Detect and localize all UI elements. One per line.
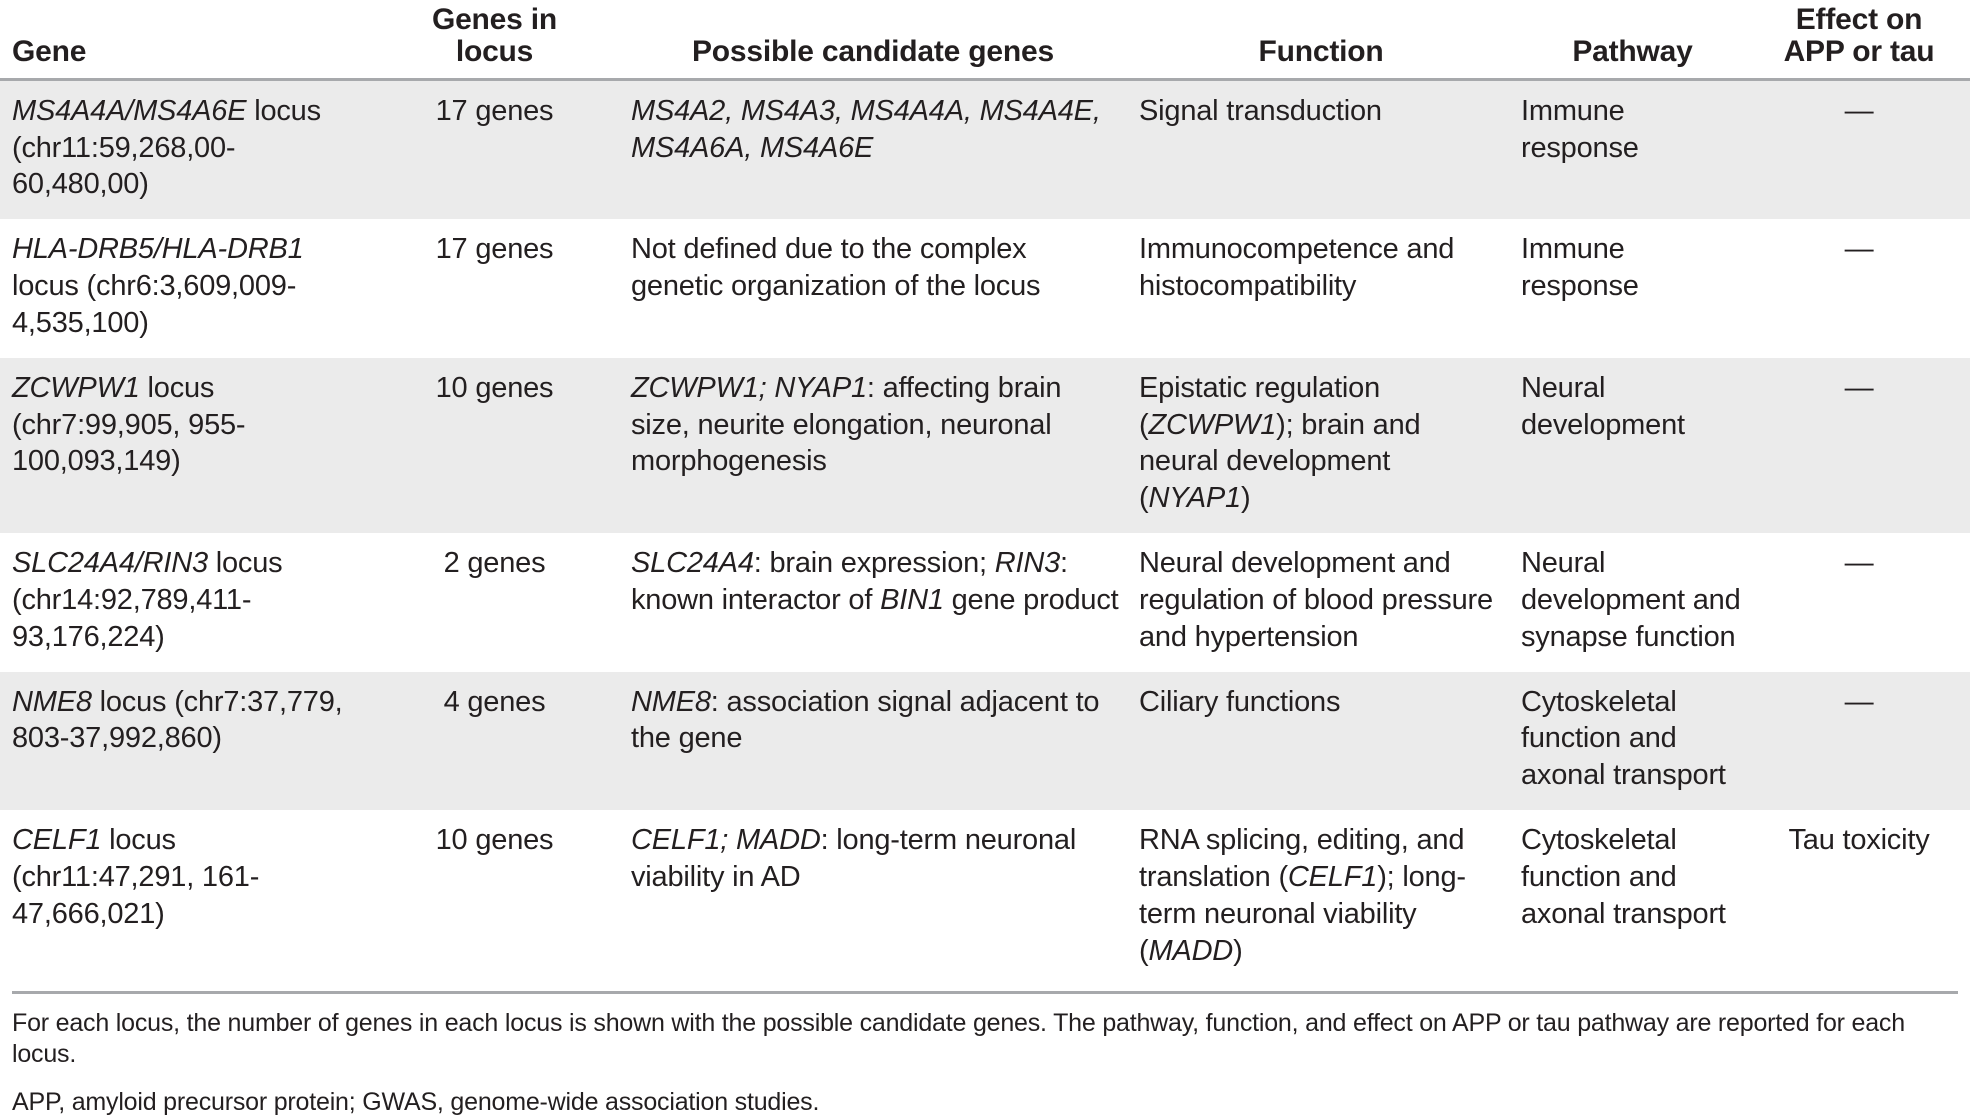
cell-possible-candidate-genes: NME8: association signal adjacent to the… — [617, 671, 1129, 811]
cell-gene: NME8 locus (chr7:37,779, 803-37,992,860) — [0, 671, 372, 811]
candidate-gene-symbols: ZCWPW1; NYAP1 — [631, 371, 867, 404]
column-header-genes-in-locus-line2: locus — [455, 35, 534, 69]
cell-function: Epistatic regulation (ZCWPW1); brain and… — [1129, 357, 1513, 534]
candidate-gene-description: : affecting brain size, neurite elongati… — [631, 371, 1062, 478]
gene-symbol: ZCWPW1 — [12, 371, 140, 404]
gene-symbol: HLA-DRB5/HLA-DRB1 — [12, 233, 304, 266]
column-header-genes-in-locus: Genes in locus — [372, 0, 617, 81]
cell-pathway: Immune response — [1513, 219, 1752, 358]
table-row: NME8 locus (chr7:37,779, 803-37,992,860)… — [0, 671, 1970, 811]
gene-symbol: CELF1 — [12, 824, 102, 857]
column-header-gene: Gene — [0, 0, 372, 81]
cell-pathway: Immune response — [1513, 79, 1752, 220]
cell-gene: CELF1 locus (chr11:47,291, 161-47,666,02… — [0, 810, 372, 986]
table-row: ZCWPW1 locus (chr7:99,905, 955-100,093,1… — [0, 357, 1970, 534]
cell-function: Immunocompetence and histocompatibility — [1129, 219, 1513, 358]
cell-genes-in-locus: 10 genes — [372, 357, 617, 534]
cell-possible-candidate-genes: ZCWPW1; NYAP1: affecting brain size, neu… — [617, 357, 1129, 534]
cell-pathway: Cytoskeletal function and axonal transpo… — [1513, 810, 1752, 986]
gene-locus-coords: locus (chr7:37,779, 803-37,992,860) — [12, 685, 343, 755]
candidate-gene-symbols: NME8 — [631, 685, 711, 718]
cell-gene: SLC24A4/RIN3 locus (chr14:92,789,411-93,… — [0, 533, 372, 672]
cell-possible-candidate-genes: CELF1; MADD: long-term neuronal viabilit… — [617, 810, 1129, 986]
cell-genes-in-locus: 17 genes — [372, 79, 617, 220]
cell-pathway: Cytoskeletal function and axonal transpo… — [1513, 671, 1752, 811]
footnote-abbreviations: APP, amyloid precursor protein; GWAS, ge… — [12, 1088, 820, 1117]
gene-symbol: SLC24A4/RIN3 — [12, 547, 208, 580]
table-header: Gene Genes in locus Possible candidate g… — [0, 0, 1970, 81]
cell-effect-on-app-or-tau: — — [1752, 533, 1970, 672]
column-header-genes-in-locus-line1: Genes in — [431, 3, 558, 36]
candidate-gene-description: : association signal adjacent to the gen… — [631, 685, 1100, 755]
table-row: HLA-DRB5/HLA-DRB1 locus (chr6:3,609,009-… — [0, 219, 1970, 358]
cell-gene: ZCWPW1 locus (chr7:99,905, 955-100,093,1… — [0, 357, 372, 534]
cell-genes-in-locus: 10 genes — [372, 810, 617, 986]
cell-gene: MS4A4A/MS4A6E locus (chr11:59,268,00-60,… — [0, 79, 372, 220]
cell-pathway: Neural development and synapse function — [1513, 533, 1752, 672]
column-header-function: Function — [1129, 0, 1513, 81]
cell-possible-candidate-genes: SLC24A4: brain expression; RIN3: known i… — [617, 533, 1129, 672]
cell-function: Signal transduction — [1129, 79, 1513, 220]
candidate-gene-symbols: SLC24A4 — [631, 547, 754, 580]
cell-function: Ciliary functions — [1129, 671, 1513, 811]
cell-effect-on-app-or-tau: — — [1752, 671, 1970, 811]
column-header-effect-line1: Effect on — [1795, 3, 1923, 36]
cell-gene: HLA-DRB5/HLA-DRB1 locus (chr6:3,609,009-… — [0, 219, 372, 358]
column-header-pathway: Pathway — [1513, 0, 1752, 81]
cell-possible-candidate-genes: MS4A2, MS4A3, MS4A4A, MS4A4E, MS4A6A, MS… — [617, 79, 1129, 220]
column-header-effect-line2: APP or tau — [1783, 35, 1935, 69]
column-header-possible-candidate-genes: Possible candidate genes — [617, 0, 1129, 81]
cell-genes-in-locus: 2 genes — [372, 533, 617, 672]
cell-pathway: Neural development — [1513, 357, 1752, 534]
table-row: MS4A4A/MS4A6E locus (chr11:59,268,00-60,… — [0, 79, 1970, 220]
gene-locus-coords: locus (chr7:99,905, 955-100,093,149) — [12, 371, 246, 478]
gwas-loci-table: Gene Genes in locus Possible candidate g… — [0, 0, 1970, 986]
cell-effect-on-app-or-tau: Tau toxicity — [1752, 810, 1970, 986]
footnotes: For each locus, the number of genes in e… — [0, 994, 1970, 1118]
cell-function: RNA splicing, editing, and translation (… — [1129, 810, 1513, 986]
table-row: SLC24A4/RIN3 locus (chr14:92,789,411-93,… — [0, 533, 1970, 672]
cell-effect-on-app-or-tau: — — [1752, 357, 1970, 534]
cell-possible-candidate-genes: Not defined due to the complex genetic o… — [617, 219, 1129, 358]
cell-genes-in-locus: 17 genes — [372, 219, 617, 358]
column-header-effect-on-app-or-tau: Effect on APP or tau — [1752, 0, 1970, 81]
gene-symbol: NME8 — [12, 685, 92, 718]
cell-effect-on-app-or-tau: — — [1752, 219, 1970, 358]
gene-symbol: MS4A4A/MS4A6E — [12, 94, 247, 127]
candidate-gene-symbols: CELF1; MADD — [631, 824, 821, 857]
table-row: CELF1 locus (chr11:47,291, 161-47,666,02… — [0, 810, 1970, 986]
footnote-description: For each locus, the number of genes in e… — [12, 1009, 1905, 1068]
table-body: MS4A4A/MS4A6E locus (chr11:59,268,00-60,… — [0, 79, 1970, 986]
candidate-gene-symbols: MS4A2, MS4A3, MS4A4A, MS4A4E, MS4A6A, MS… — [631, 94, 1101, 164]
candidate-gene-description: Not defined due to the complex genetic o… — [631, 233, 1041, 303]
gene-locus-coords: locus (chr6:3,609,009-4,535,100) — [12, 270, 297, 339]
cell-effect-on-app-or-tau: — — [1752, 79, 1970, 220]
cell-function: Neural development and regulation of blo… — [1129, 533, 1513, 672]
gene-locus-coords: locus (chr11:59,268,00-60,480,00) — [12, 94, 321, 201]
candidate-gene-description: : brain expression; RIN3: known interact… — [631, 547, 1119, 616]
cell-genes-in-locus: 4 genes — [372, 671, 617, 811]
gene-locus-coords: locus (chr14:92,789,411-93,176,224) — [12, 547, 283, 653]
